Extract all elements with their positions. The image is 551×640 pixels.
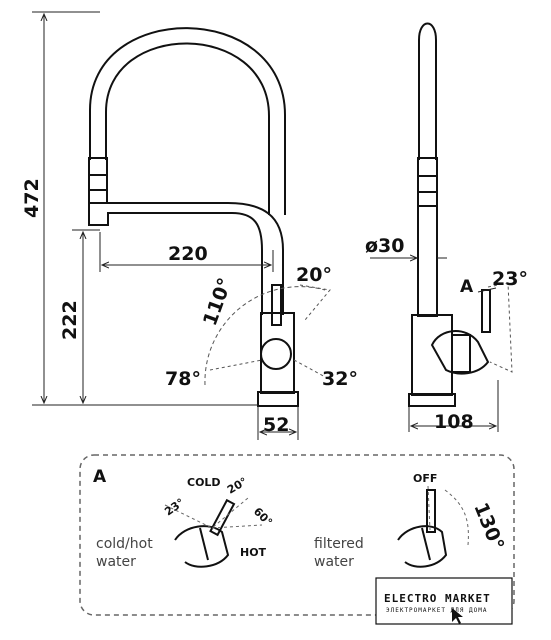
electro-market-watermark: ELECTRO MARKET ЭЛЕКТРОМАРКЕТ ДЛЯ ДОМА [375,577,513,625]
filtered-water-line2: water [314,554,354,570]
watermark-subtitle: ЭЛЕКТРОМАРКЕТ ДЛЯ ДОМА [386,607,487,614]
front-view [88,27,299,407]
dim-side-depth: 108 [434,411,474,433]
detail-angle-130: 130° [469,500,508,554]
watermark-title: ELECTRO MARKET [384,592,491,605]
side-spout-tube [417,205,438,317]
detail-angle-23: 23° [162,496,187,519]
cold-hot-water-line1: cold/hot [96,536,153,552]
dim-diameter: ø30 [365,235,405,257]
detail-cold-label: COLD [187,476,221,489]
faucet-base [257,391,299,407]
spray-head [88,157,108,204]
dim-total-height: 472 [21,178,43,218]
lever-handle [271,284,282,326]
side-body [411,314,453,396]
gooseneck-inner [105,42,270,215]
filtered-water-line1: filtered [314,536,364,552]
detail-hot-label: HOT [240,546,267,559]
cursor-icon [452,608,463,624]
dim-base-width: 52 [263,414,289,436]
detail-off-label: OFF [413,472,437,485]
side-view [408,22,491,407]
dim-side-angle: 23° [492,268,528,290]
detail-filter-lever [397,489,448,568]
detail-a-frame [79,454,515,616]
side-handle-body [452,334,471,373]
side-lever [481,289,491,333]
side-gooseneck [418,22,437,160]
dim-handle-angle-top: 20° [296,264,332,286]
cold-hot-water-line2: water [96,554,136,570]
spout-arm [88,203,263,315]
detail-angle-20: 20° [225,475,250,497]
dim-swivel-angle: 110° [199,275,236,329]
dim-spout-height: 222 [59,300,81,340]
handle-knob [260,338,292,370]
dim-spout-reach: 220 [168,243,208,265]
gooseneck-outer [89,27,286,215]
side-base [408,393,456,407]
swivel-arc [204,286,326,386]
detail-marker-a: A [460,277,474,297]
detail-cold-hot-lever [174,498,236,568]
detail-a-label: A [93,467,107,487]
dim-handle-angle-low: 78° [165,368,201,390]
dim-handle-angle-right: 32° [322,368,358,390]
side-spray-head [417,157,438,207]
